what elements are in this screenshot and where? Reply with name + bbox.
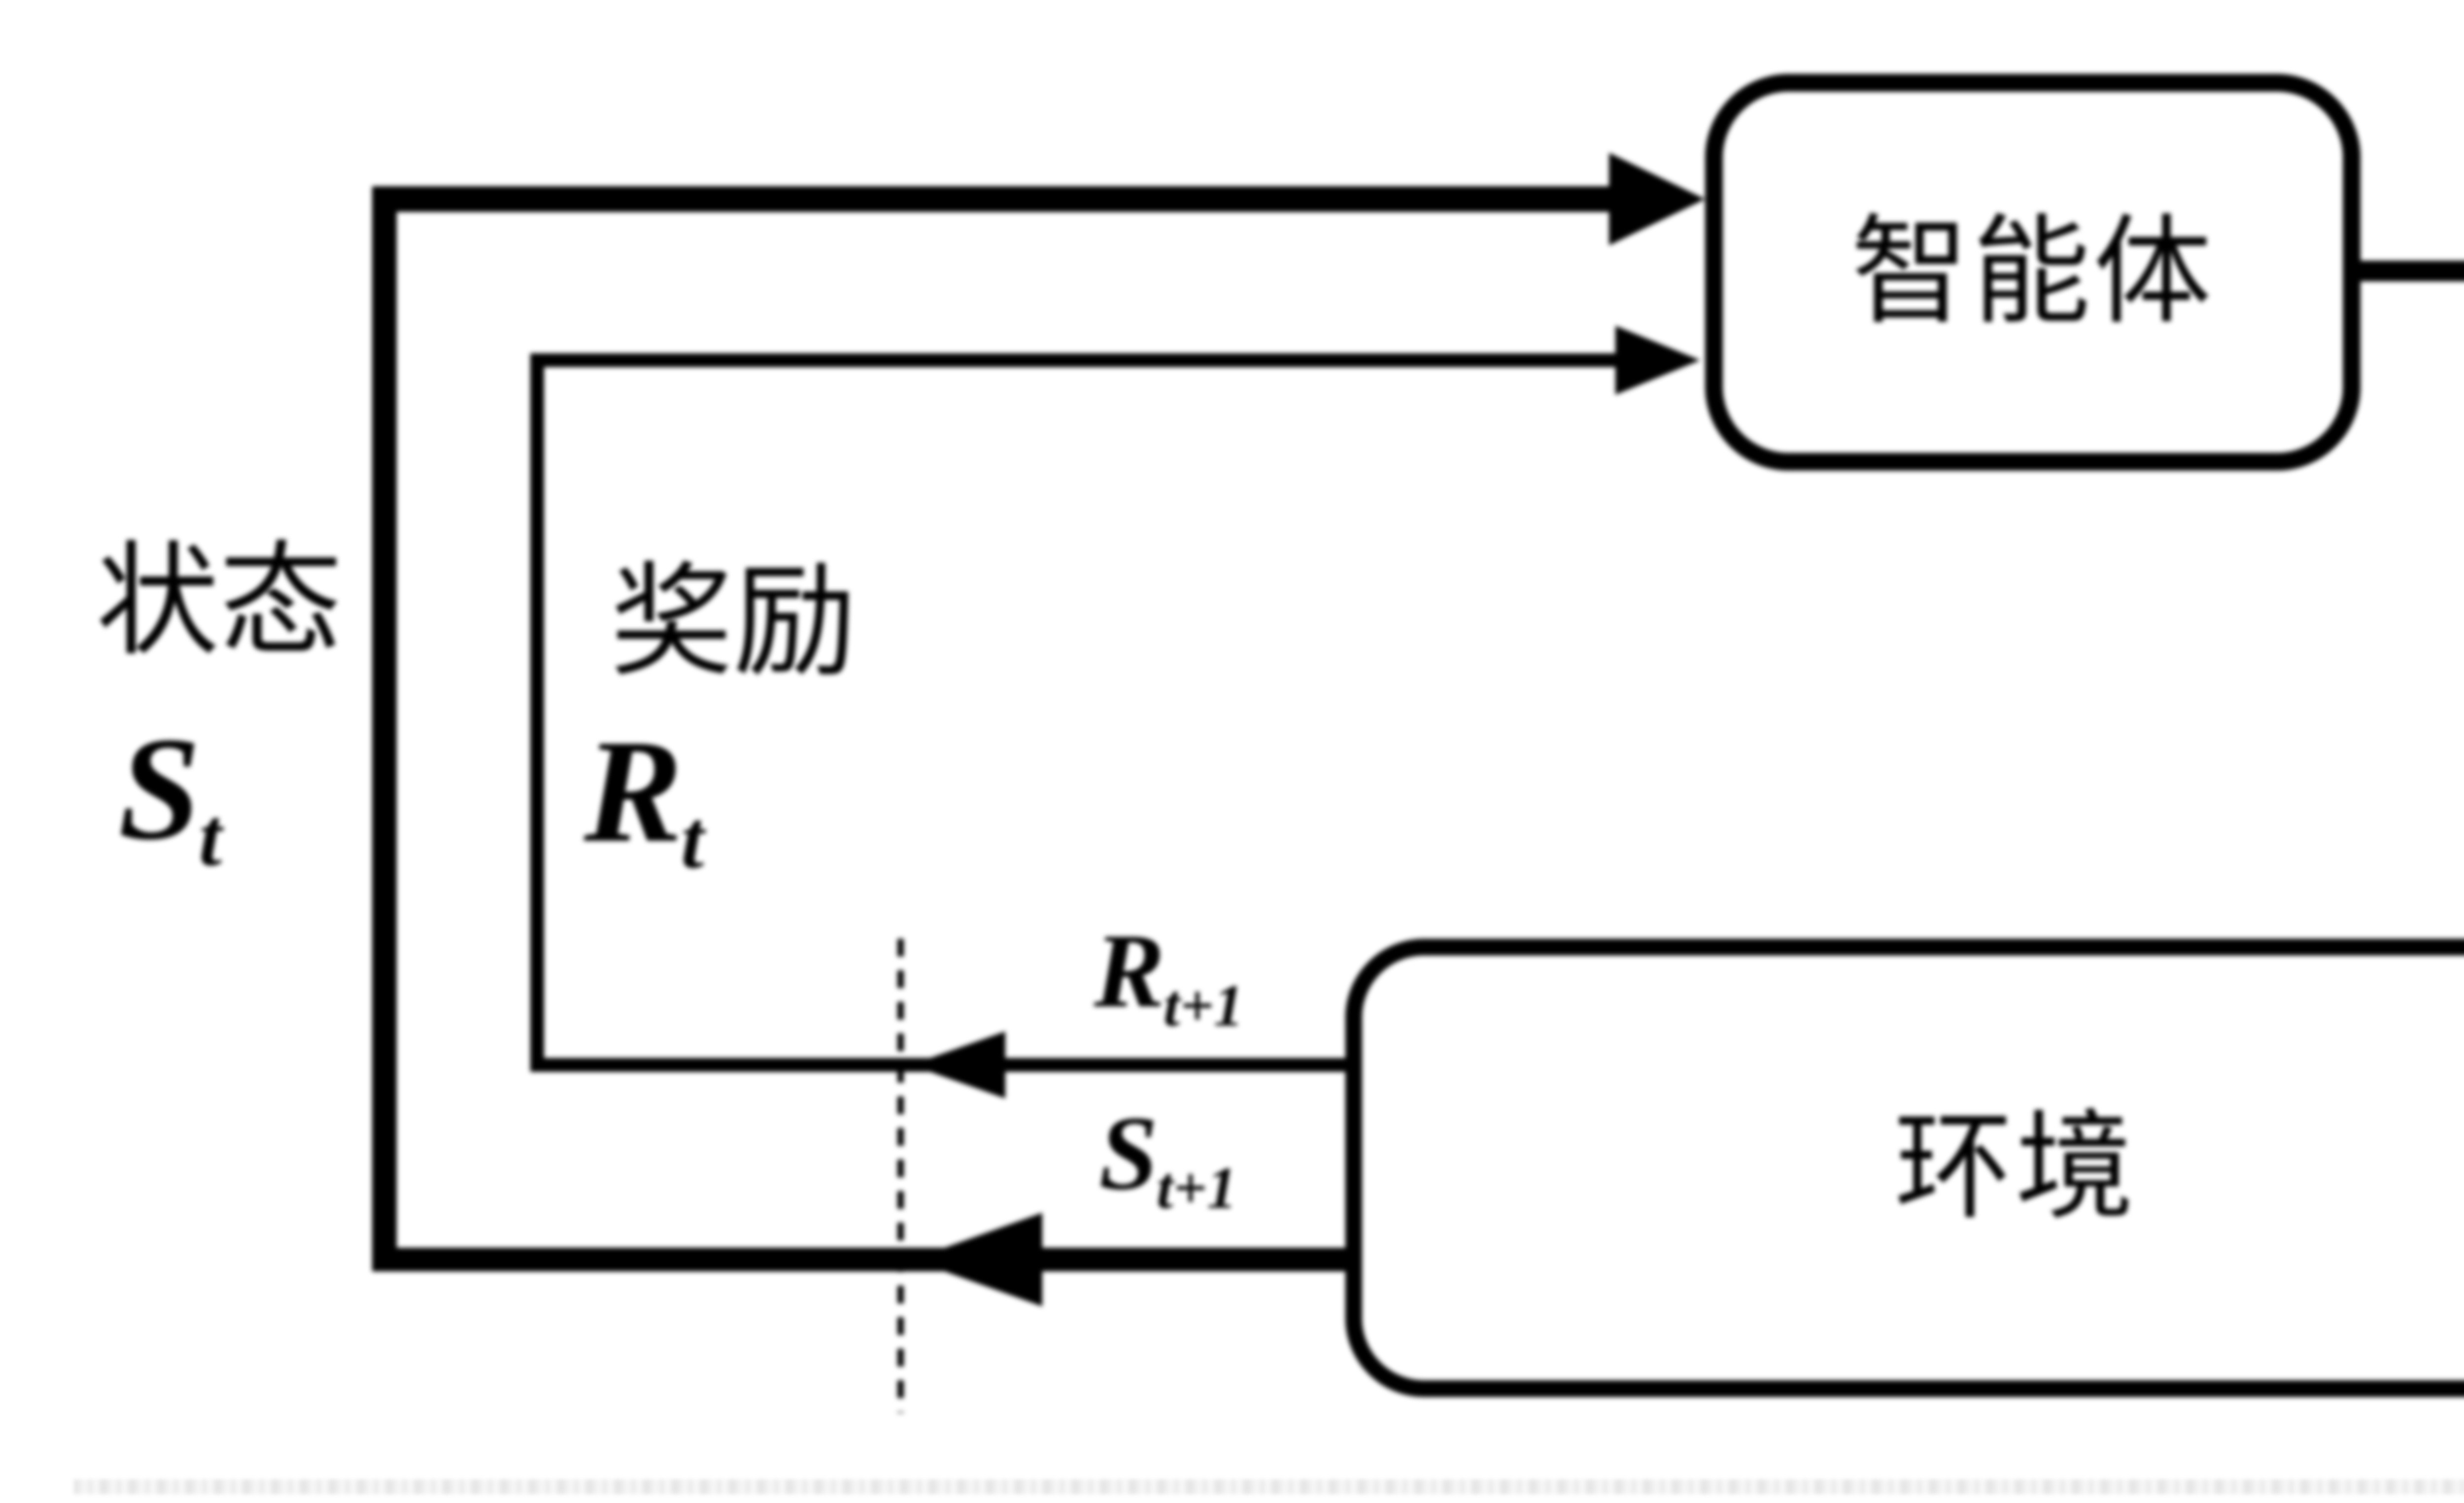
state-symbol-subscript: t xyxy=(199,791,222,883)
next-state-arrowhead-icon xyxy=(912,1213,1042,1306)
state-line-to-agent xyxy=(372,186,1619,212)
agent-label: 智能体 xyxy=(1850,206,2215,338)
reward-label: 奖励 xyxy=(610,555,856,691)
reward-line-to-agent xyxy=(530,353,1620,367)
action-line-from-agent xyxy=(2361,261,2464,281)
next-reward-symbol-base: R xyxy=(1094,912,1165,1029)
reward-arrowhead-icon xyxy=(1615,326,1700,395)
state-label: 状态 xyxy=(96,534,342,671)
scan-artifact-band xyxy=(74,1479,2464,1494)
state-line-vertical xyxy=(372,186,397,1271)
state-arrowhead-icon xyxy=(1609,153,1705,245)
environment-box: 环境 xyxy=(1345,939,2464,1397)
state-symbol: St xyxy=(118,715,224,879)
environment-label: 环境 xyxy=(1894,1102,2137,1233)
next-state-symbol-subscript: t+1 xyxy=(1157,1155,1237,1221)
reward-symbol: Rt xyxy=(584,717,706,881)
next-state-symbol: St+1 xyxy=(1099,1100,1238,1218)
reward-symbol-base: R xyxy=(584,709,683,873)
next-state-symbol-base: S xyxy=(1099,1094,1158,1212)
state-line-bottom xyxy=(372,1248,1345,1271)
next-reward-arrowhead-icon xyxy=(911,1031,1005,1098)
reward-line-vertical xyxy=(530,353,544,1072)
next-reward-symbol: Rt+1 xyxy=(1094,918,1245,1035)
agent-box: 智能体 xyxy=(1705,74,2361,471)
state-symbol-base: S xyxy=(118,707,201,870)
next-reward-symbol-subscript: t+1 xyxy=(1164,973,1244,1039)
timestep-dashed-separator xyxy=(897,939,904,1413)
reward-symbol-subscript: t xyxy=(681,793,704,886)
